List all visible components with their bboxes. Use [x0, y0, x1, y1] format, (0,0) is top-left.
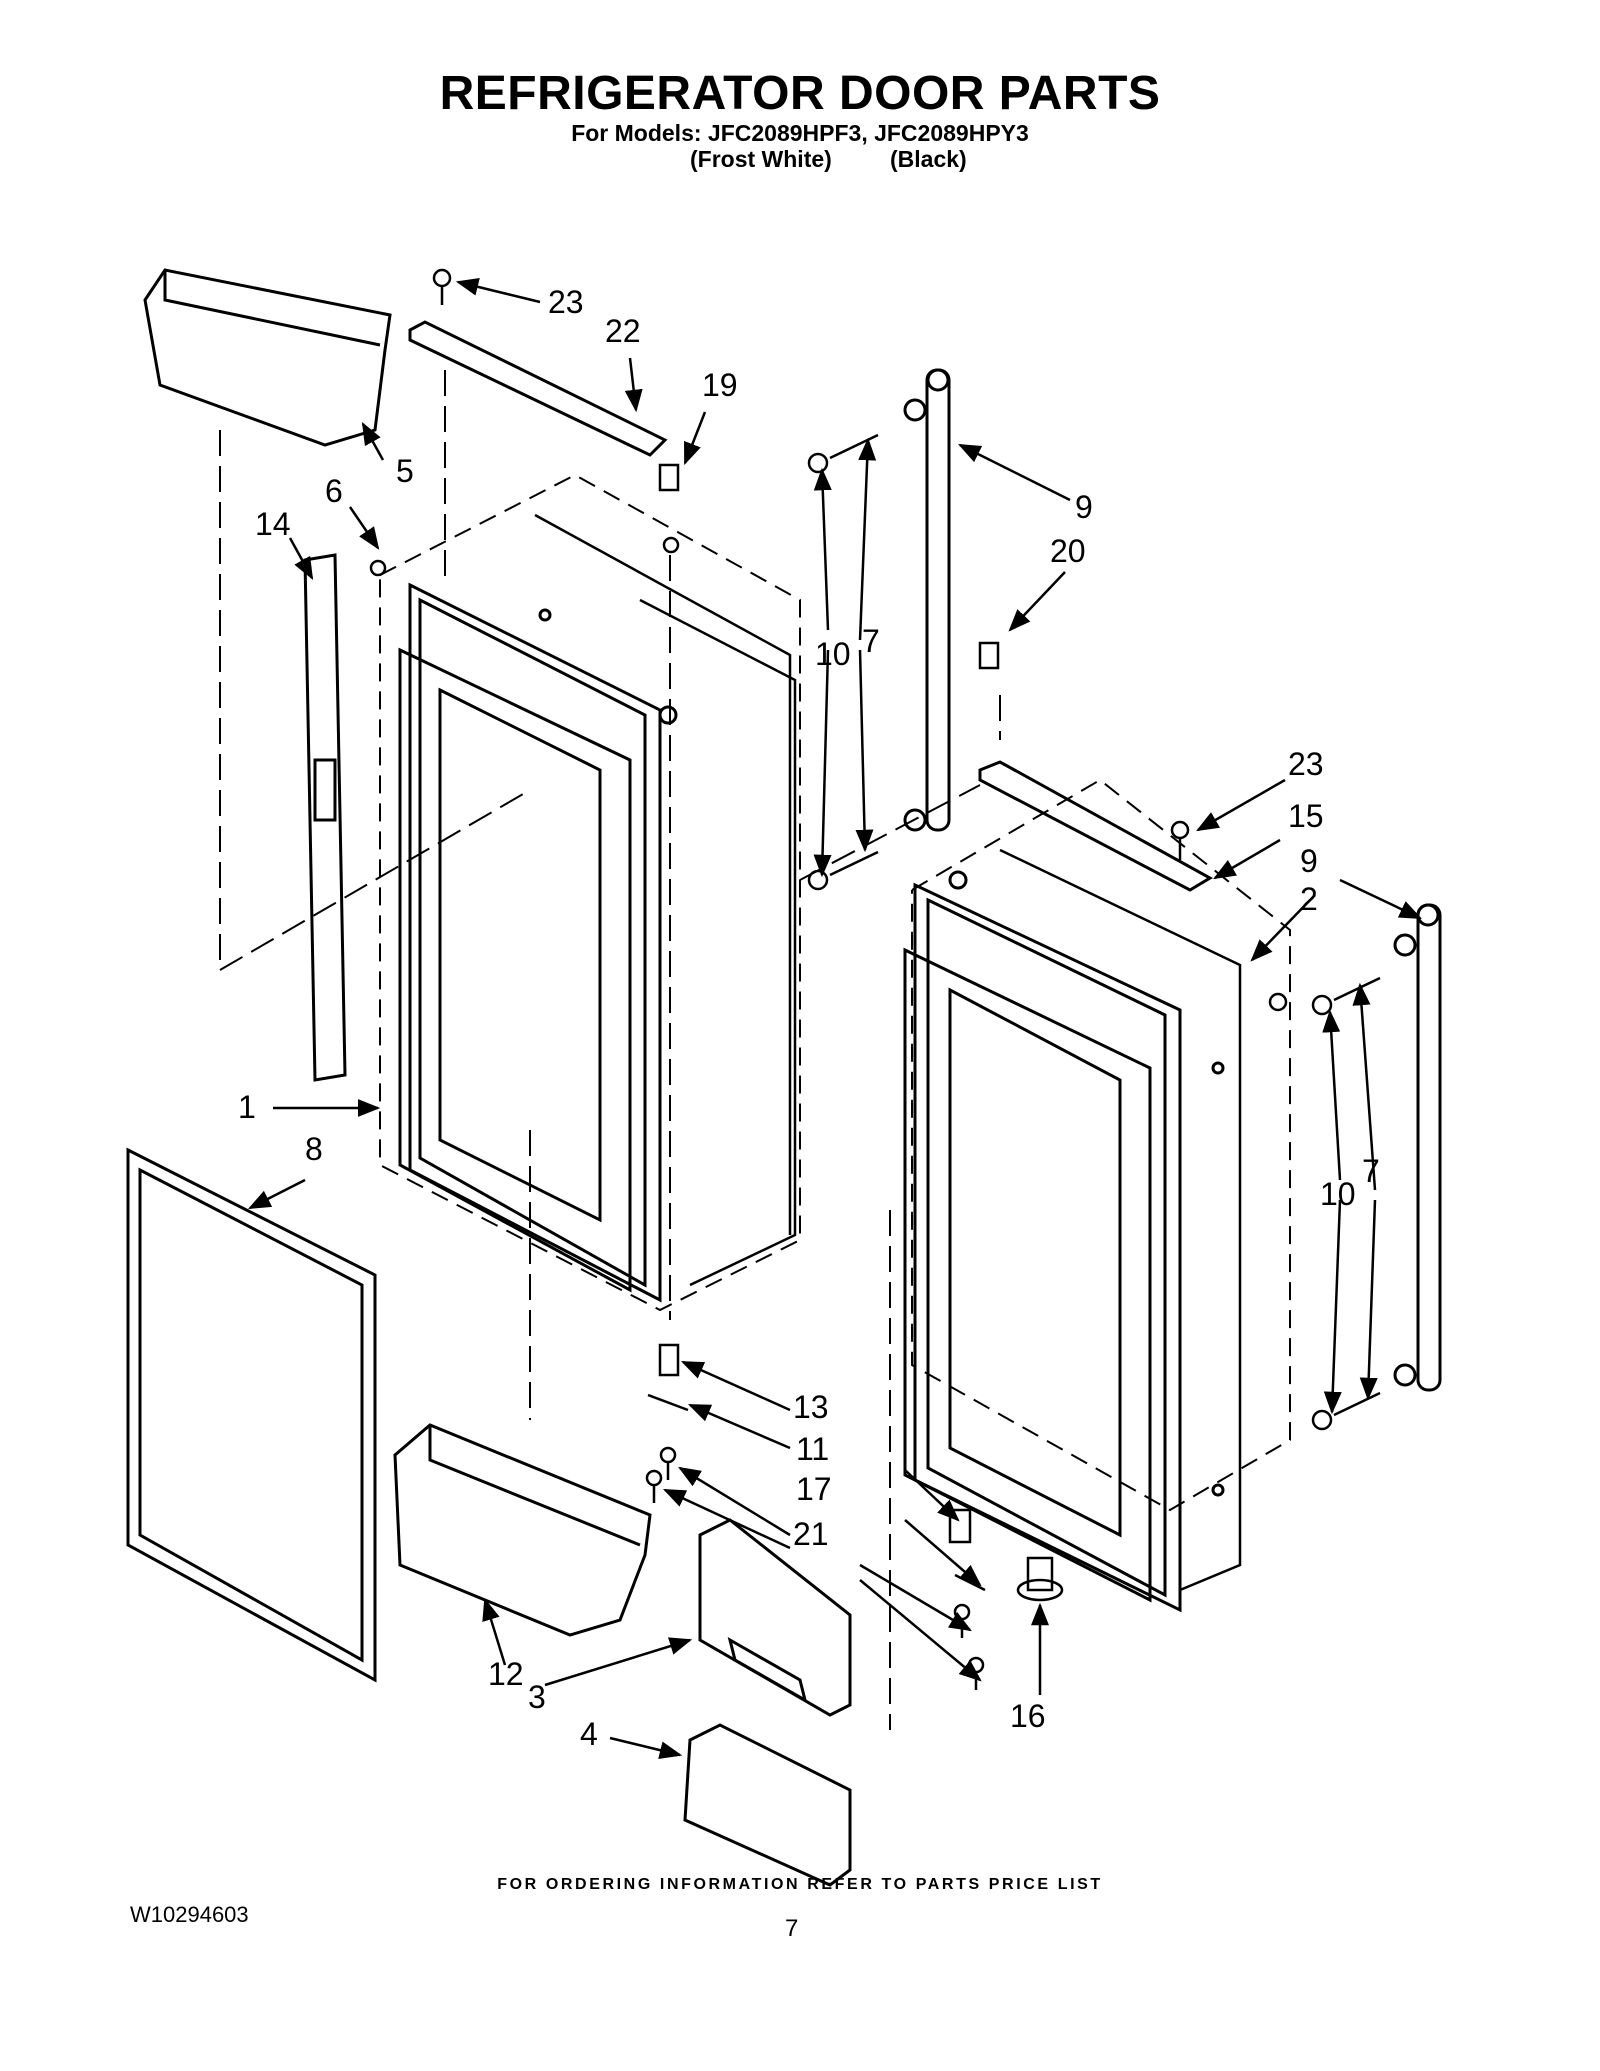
- callout-5: 5: [396, 453, 414, 489]
- callout-labels: 23 22 19 5 6 14 9 20 10 7 23 15 9 2 10 7…: [238, 284, 1380, 1752]
- callout-9-top: 9: [1075, 489, 1093, 525]
- right-door-assembly-outline: [911, 778, 1291, 1512]
- callout-23-right: 23: [1288, 746, 1324, 782]
- callout-23-top: 23: [548, 284, 584, 320]
- trim-strip: [303, 553, 347, 1082]
- callout-1: 1: [238, 1089, 256, 1125]
- callout-17: 17: [796, 1471, 832, 1507]
- left-door-handle: [903, 368, 951, 832]
- right-door-panel: [903, 848, 1242, 1613]
- callout-6: 6: [325, 473, 343, 509]
- callout-2: 2: [1300, 881, 1318, 917]
- left-door-liner: [534, 513, 792, 1235]
- callout-3: 3: [528, 1679, 546, 1715]
- left-door-panel: [398, 582, 797, 1303]
- callout-21: 21: [793, 1516, 829, 1552]
- callout-8: 8: [305, 1131, 323, 1167]
- color-frost-white: (Frost White): [690, 146, 832, 172]
- page-title: REFRIGERATOR DOOR PARTS: [439, 67, 1161, 120]
- callout-7-right: 7: [1362, 1153, 1380, 1189]
- top-hinge-bracket: [408, 320, 668, 457]
- callout-4: 4: [580, 1716, 598, 1752]
- door-gasket: [126, 1147, 377, 1683]
- page-number: 7: [785, 1915, 799, 1942]
- callout-22: 22: [605, 313, 641, 349]
- ordering-note: FOR ORDERING INFORMATION REFER TO PARTS …: [497, 1876, 1103, 1893]
- callout-20: 20: [1050, 533, 1086, 569]
- right-hinge-bracket: [978, 760, 1214, 892]
- callout-9-right: 9: [1300, 843, 1318, 879]
- door-bin-top: [143, 268, 392, 447]
- right-door-handle: [1393, 903, 1442, 1392]
- document-number: W10294603: [130, 1902, 249, 1927]
- color-black: (Black): [890, 146, 967, 172]
- callout-arrows: [247, 278, 1423, 1759]
- callout-16: 16: [1010, 1698, 1046, 1734]
- callout-19: 19: [702, 367, 738, 403]
- callout-12: 12: [488, 1656, 524, 1692]
- model-numbers: For Models: JFC2089HPF3, JFC2089HPY3: [571, 120, 1029, 146]
- callout-11: 11: [796, 1431, 829, 1467]
- alignment-lines: [219, 370, 1001, 1730]
- callout-10-right: 10: [1320, 1176, 1356, 1212]
- dispenser-bin: [683, 1723, 852, 1887]
- callout-14: 14: [255, 506, 291, 542]
- callout-7-top: 7: [862, 623, 880, 659]
- callout-10-top: 10: [815, 636, 851, 672]
- callout-13: 13: [793, 1389, 829, 1425]
- callout-15: 15: [1288, 798, 1324, 834]
- hardware-parts: [369, 268, 1381, 1690]
- door-bin-lower: [393, 1423, 652, 1637]
